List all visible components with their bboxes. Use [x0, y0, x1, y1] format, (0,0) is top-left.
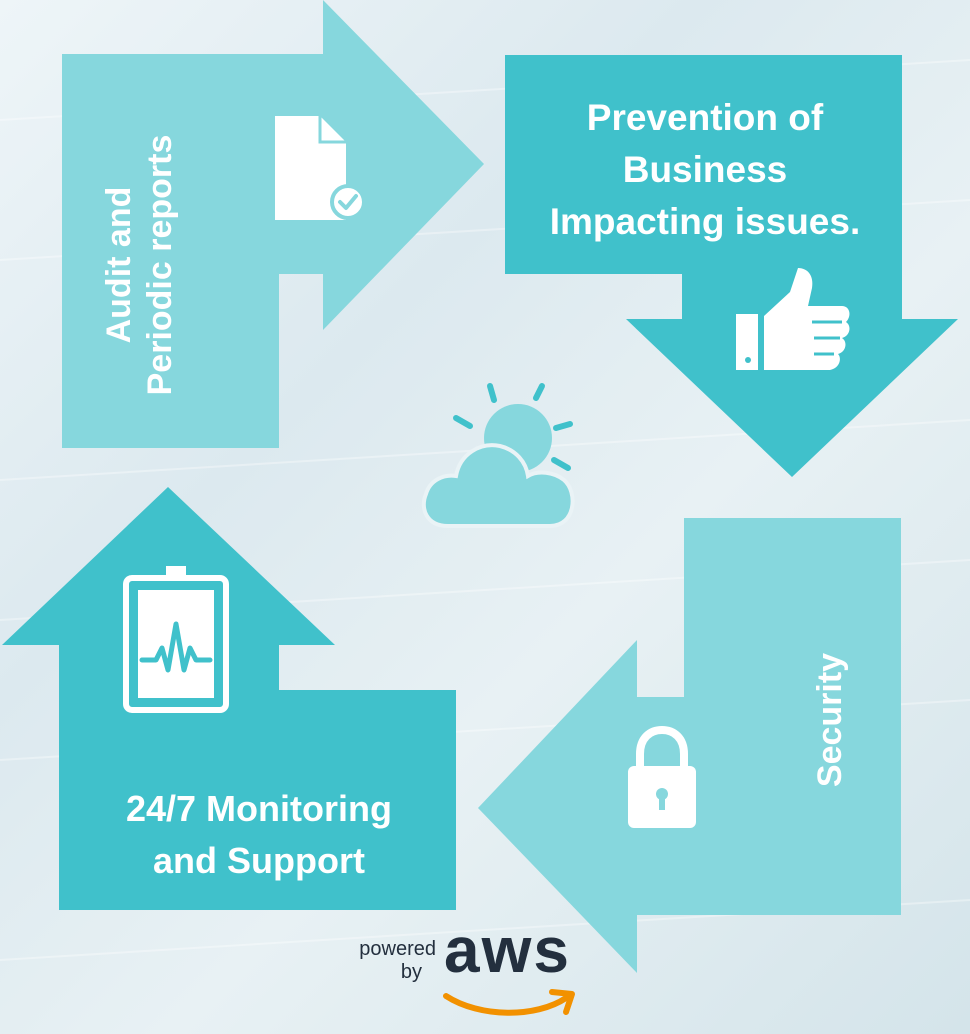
powered-by-text: powered by — [348, 938, 436, 984]
step-prevention-line1: Prevention of — [586, 97, 824, 139]
sun-cloud-icon — [421, 383, 575, 528]
step-prevention-line2: Business — [622, 149, 788, 191]
step-prevention-line3: Impacting issues. — [549, 200, 861, 242]
step-monitoring-line2: and Support — [153, 840, 365, 881]
step-monitoring-line1: 24/7 Monitoring — [125, 787, 392, 829]
step-prevention-label: Prevention of Business Impacting issues. — [505, 90, 905, 250]
step-monitoring-label: 24/7 Monitoring and Support — [59, 780, 459, 890]
powered-line: powered — [359, 938, 436, 960]
heartbeat-monitor-icon — [123, 566, 229, 713]
by-line: by — [400, 961, 422, 983]
document-check-icon — [275, 116, 366, 220]
padlock-icon — [628, 726, 696, 828]
aws-logo-text: aws — [444, 914, 571, 986]
aws-smile-icon — [443, 989, 575, 1016]
thumbs-up-icon — [736, 268, 850, 370]
